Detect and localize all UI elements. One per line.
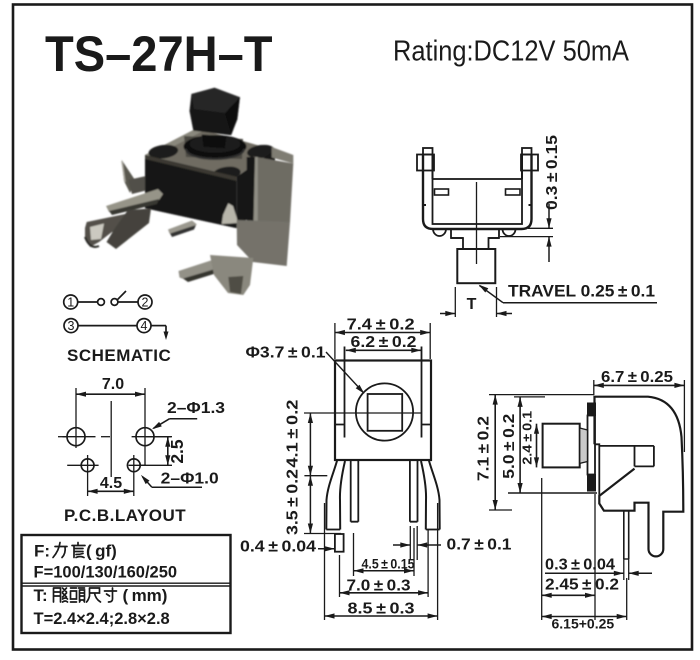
- svg-text:2–Φ1.0: 2–Φ1.0: [161, 471, 219, 488]
- svg-text:TS–27H–T: TS–27H–T: [45, 26, 273, 82]
- svg-text:T:: T:: [34, 586, 48, 605]
- svg-text:2.5: 2.5: [167, 439, 187, 464]
- svg-text:7.0: 7.0: [102, 376, 124, 393]
- svg-text:4.1 ± 0.2: 4.1 ± 0.2: [285, 399, 302, 467]
- svg-text:F=100/130/160/250: F=100/130/160/250: [34, 564, 178, 582]
- svg-text:5.0 ± 0.2: 5.0 ± 0.2: [501, 414, 518, 479]
- svg-text:0.3 ± 0.04: 0.3 ± 0.04: [545, 557, 615, 574]
- svg-text:4.5: 4.5: [100, 475, 122, 492]
- svg-text:6.15+0.25: 6.15+0.25: [552, 616, 615, 632]
- svg-text:3.5 ± 0.2: 3.5 ± 0.2: [285, 469, 302, 535]
- svg-text:0.4 ± 0.04: 0.4 ± 0.04: [240, 539, 316, 556]
- svg-text:( mm): ( mm): [123, 586, 168, 605]
- svg-text:0.3 ± 0.15: 0.3 ± 0.15: [544, 135, 561, 210]
- svg-text:( gf): ( gf): [86, 542, 117, 561]
- svg-text:7.1 ± 0.2: 7.1 ± 0.2: [476, 416, 493, 481]
- svg-text:2: 2: [142, 296, 149, 310]
- svg-text:Rating:DC12V 50mA: Rating:DC12V 50mA: [393, 36, 630, 68]
- svg-text:2.4 ± 0.1: 2.4 ± 0.1: [521, 411, 535, 465]
- svg-text:T=2.4×2.4;2.8×2.8: T=2.4×2.4;2.8×2.8: [34, 610, 170, 628]
- svg-text:2–Φ1.3: 2–Φ1.3: [167, 400, 225, 417]
- svg-text:1: 1: [67, 296, 74, 310]
- svg-text:4: 4: [141, 319, 148, 333]
- svg-text:6.2 ± 0.2: 6.2 ± 0.2: [351, 334, 417, 351]
- svg-text:2.45 ± 0.2: 2.45 ± 0.2: [545, 577, 619, 594]
- svg-text:3: 3: [68, 319, 75, 333]
- svg-text:Φ3.7 ± 0.1: Φ3.7 ± 0.1: [246, 345, 326, 362]
- svg-text:P.C.B.LAYOUT: P.C.B.LAYOUT: [64, 506, 186, 525]
- svg-text:SCHEMATIC: SCHEMATIC: [67, 346, 171, 365]
- svg-text:TRAVEL 0.25 ± 0.1: TRAVEL 0.25 ± 0.1: [508, 282, 655, 301]
- svg-text:8.5 ± 0.3: 8.5 ± 0.3: [348, 601, 415, 618]
- svg-text:7.4 ± 0.2: 7.4 ± 0.2: [347, 317, 415, 334]
- svg-text:6.7 ± 0.25: 6.7 ± 0.25: [601, 369, 673, 386]
- svg-text:T: T: [467, 296, 477, 313]
- svg-text:7.0 ± 0.3: 7.0 ± 0.3: [347, 578, 411, 595]
- svg-text:4.5 ± 0.15: 4.5 ± 0.15: [362, 556, 415, 571]
- svg-text:0.7 ± 0.1: 0.7 ± 0.1: [447, 537, 512, 554]
- svg-text:F:: F:: [34, 542, 50, 561]
